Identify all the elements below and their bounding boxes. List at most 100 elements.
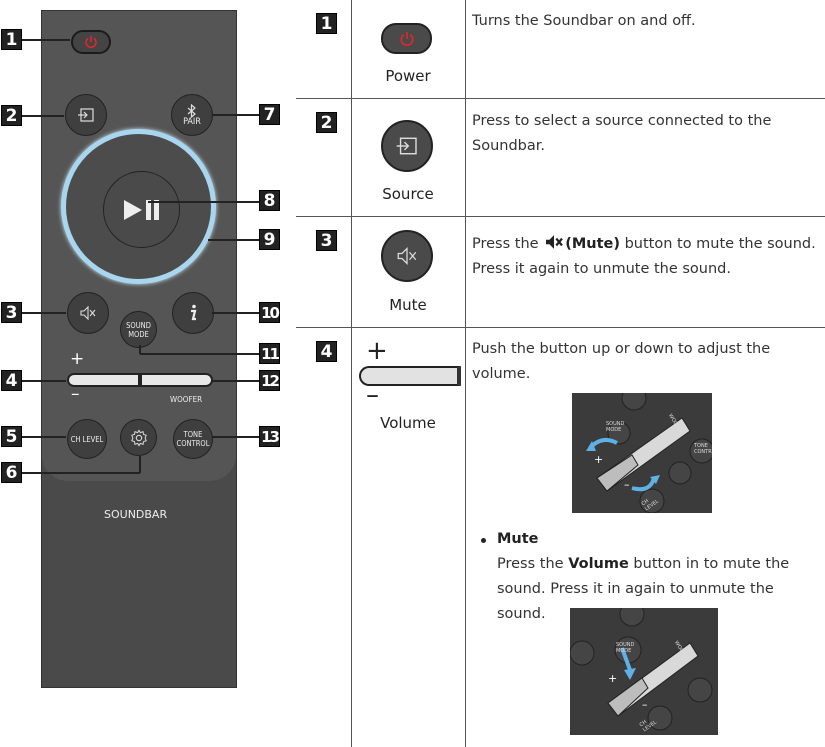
woofer-label: WOOFER — [170, 395, 203, 404]
tone-control-label-1: TONE — [183, 430, 203, 439]
ch-level-button[interactable]: CH LEVEL — [67, 419, 107, 459]
power-button-illustration — [381, 23, 432, 54]
info-icon — [191, 304, 197, 321]
callout-1: 1 — [1, 29, 22, 50]
mute-button-illustration — [381, 230, 433, 282]
table-row-4-description: Push the button up or down to adjust the… — [472, 341, 771, 382]
callout-4: 4 — [1, 370, 22, 391]
callout-5-line — [22, 436, 66, 438]
callout-2: 2 — [1, 105, 22, 126]
sound-mode-button[interactable]: SOUND MODE — [120, 311, 157, 348]
play-pause-button[interactable] — [103, 171, 180, 248]
callout-13: 13 — [259, 426, 280, 447]
table-row-2-number: 2 — [316, 112, 337, 133]
pair-label: PAIR — [183, 116, 201, 127]
bluetooth-pair-button[interactable]: PAIR — [171, 94, 213, 136]
table-col-divider-2 — [465, 0, 466, 747]
callout-2-line — [22, 115, 64, 117]
play-pause-icon — [123, 199, 159, 220]
photo2-plus-label: + — [608, 672, 618, 685]
callout-12: 12 — [259, 370, 280, 391]
callout-7-line — [212, 114, 259, 116]
callout-8: 8 — [259, 190, 280, 211]
volume-plus-sign-illustration: + — [366, 336, 388, 366]
remote-control: PAIR SOUND MODE + – WOOFER CH LEVEL TONE… — [41, 10, 237, 688]
callout-11-line-vertical — [139, 345, 141, 354]
callout-13-line — [212, 436, 259, 438]
power-icon — [399, 31, 414, 46]
table-col-divider-1 — [351, 0, 352, 747]
callout-6-line — [22, 472, 140, 474]
woofer-rocker[interactable] — [140, 373, 213, 387]
mute-bullet-bold: Volume — [568, 556, 629, 572]
mute-bullet-pre: Press the — [497, 556, 569, 572]
callout-10-line — [212, 312, 259, 314]
mute-bullet-post: button in to mute the sound. Press it in… — [497, 556, 790, 622]
gear-icon — [130, 428, 147, 447]
mute-desc-post: button to mute the sound. Press it again… — [472, 236, 816, 277]
volume-rocker-photo-art — [572, 393, 712, 513]
power-icon — [85, 36, 97, 49]
volume-rocker-photo: SOUND MODE WOOFER TONE CONTROL CH LEVEL … — [572, 393, 712, 513]
volume-press-photo-art — [570, 608, 718, 735]
table-row-divider-1 — [296, 98, 825, 99]
mute-bullet-description: Press the Volume button in to mute the s… — [497, 552, 819, 627]
photo2-minus-label: – — [642, 698, 648, 711]
callout-6: 6 — [1, 462, 22, 483]
mute-icon — [80, 306, 96, 320]
power-button[interactable] — [71, 30, 111, 54]
callout-10: 10 — [259, 302, 280, 323]
callout-1-line — [22, 39, 70, 41]
callout-9-line — [208, 239, 259, 241]
mute-desc-pre: Press the — [472, 236, 544, 252]
volume-rocker[interactable] — [67, 373, 140, 387]
source-button-illustration — [381, 120, 433, 172]
table-row-4-number: 4 — [316, 341, 337, 362]
table-row-3-description: Press the (Mute) button to mute the soun… — [472, 232, 817, 282]
volume-minus-sign: – — [71, 384, 80, 404]
table-row-2-description: Press to select a source connected to th… — [472, 113, 772, 154]
tone-control-label-2: CONTROL — [176, 439, 210, 448]
sound-mode-label-2: MODE — [128, 329, 149, 339]
sound-mode-label-1: SOUND — [126, 320, 151, 330]
mute-inline-icon — [546, 235, 564, 249]
source-icon — [396, 137, 417, 155]
table-row-3-number: 3 — [316, 230, 337, 251]
photo2-sound-mode-label: SOUND MODE — [616, 642, 635, 654]
source-button[interactable] — [65, 94, 107, 136]
ch-level-label: CH LEVEL — [70, 434, 104, 444]
table-row-divider-2 — [296, 216, 825, 217]
photo1-plus-label: + — [594, 453, 604, 466]
volume-plus-sign: + — [70, 349, 85, 369]
callout-9: 9 — [259, 229, 280, 250]
source-icon — [78, 108, 94, 122]
volume-press-photo: SOUND MODE WOOFER CH LEVEL + – — [570, 608, 718, 735]
callout-12-line — [212, 380, 259, 382]
callout-4-line — [22, 380, 66, 382]
callout-8-line — [148, 201, 259, 203]
table-row-3-label: Mute — [389, 296, 427, 314]
settings-button[interactable] — [120, 419, 157, 456]
table-row-2-label: Source — [382, 185, 434, 203]
callout-11-line — [140, 353, 259, 355]
tone-control-button[interactable]: TONE CONTROL — [173, 419, 213, 459]
callout-11: 11 — [259, 343, 280, 364]
table-row-4-label: Volume — [380, 414, 436, 432]
callout-7: 7 — [259, 104, 280, 125]
volume-minus-sign-illustration: – — [366, 380, 379, 410]
callout-3-line — [22, 312, 66, 314]
callout-6-line-vertical — [139, 456, 141, 473]
mute-bullet-title: Mute — [497, 531, 539, 547]
mute-button[interactable] — [67, 292, 109, 334]
info-button[interactable] — [172, 292, 214, 334]
photo1-tone-control-label: TONE CONTROL — [694, 443, 712, 455]
soundbar-brand-label: SOUNDBAR — [104, 508, 168, 521]
volume-button-illustration — [359, 366, 461, 386]
table-row-1-description: Turns the Soundbar on and off. — [472, 13, 696, 29]
photo1-sound-mode-label: SOUND MODE — [606, 421, 625, 433]
table-row-1-label: Power — [385, 67, 431, 85]
mute-bullet-dot — [481, 538, 486, 543]
bluetooth-icon — [187, 103, 196, 118]
mute-desc-bold: (Mute) — [565, 236, 620, 252]
photo1-minus-label: – — [624, 478, 630, 491]
